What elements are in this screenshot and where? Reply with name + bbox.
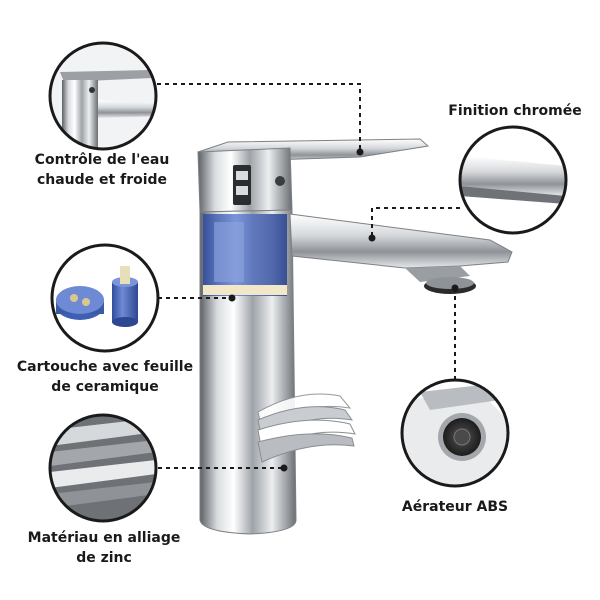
set-screw xyxy=(275,176,285,186)
label-aerateur: Aérateur ABS xyxy=(395,497,515,517)
label-cartouche: Cartouche avec feuille de ceramique xyxy=(10,357,200,397)
faucet xyxy=(196,138,513,535)
callout-circle-cartouche xyxy=(50,243,160,353)
label-finition-line1: Finition chromée xyxy=(448,103,582,119)
spout xyxy=(289,213,513,269)
label-cartouche-line1: Cartouche avec feuille xyxy=(16,359,194,375)
callout-circle-materiau xyxy=(48,413,158,523)
cartridge-cutaway xyxy=(203,214,287,296)
callout-circle-controle xyxy=(48,41,158,151)
leader-finition xyxy=(371,207,460,238)
leader-controle xyxy=(157,83,361,152)
label-finition: Finition chromée xyxy=(440,101,590,121)
label-controle-line2: chaude et froide xyxy=(36,172,168,188)
label-materiau-line2: de zinc xyxy=(76,550,132,566)
label-materiau: Matériau en alliage de zinc xyxy=(14,528,194,568)
label-cartouche-line2: de ceramique xyxy=(51,379,159,395)
label-controle-line1: Contrôle de l'eau xyxy=(34,152,170,168)
label-controle: Contrôle de l'eau chaude et froide xyxy=(22,150,182,190)
callout-circle-aerateur xyxy=(400,378,510,488)
label-materiau-line1: Matériau en alliage xyxy=(27,530,181,546)
callout-circle-finition xyxy=(458,125,568,235)
leader-lines xyxy=(157,83,460,469)
label-aerateur-line1: Aérateur ABS xyxy=(401,499,509,515)
